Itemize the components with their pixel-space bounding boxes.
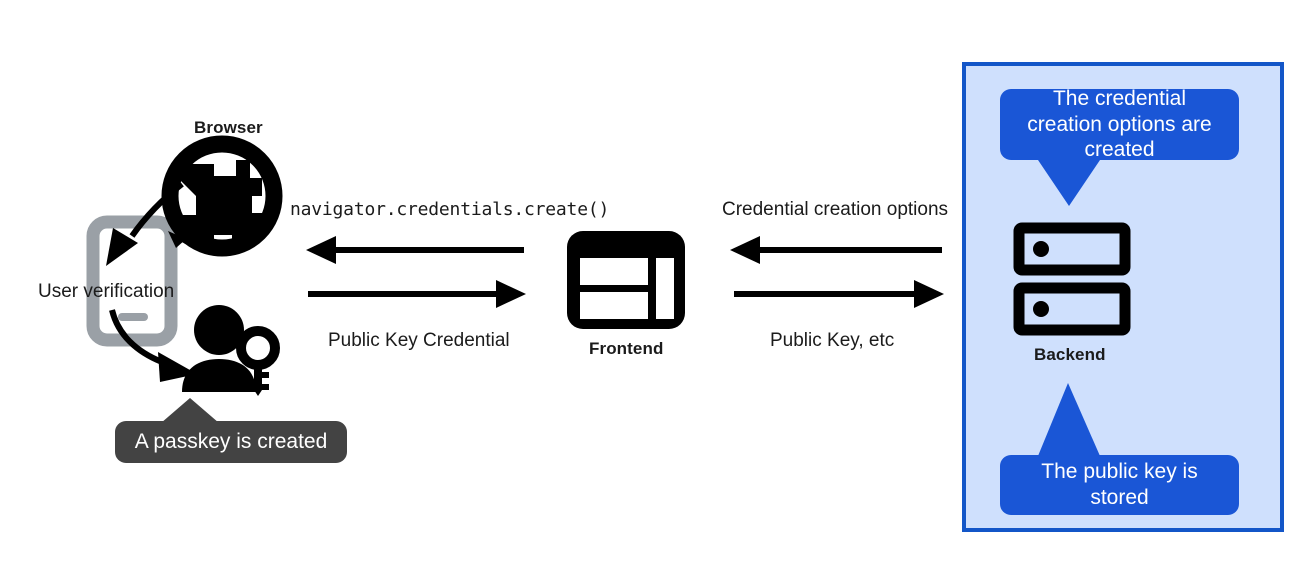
frontend-label: Frontend xyxy=(589,339,664,358)
passkey-created-text: A passkey is created xyxy=(134,430,328,454)
passkey-callout-tail xyxy=(161,398,219,423)
arrow-public-key-credential xyxy=(308,280,526,308)
globe-icon xyxy=(161,135,283,257)
user-verification-label: User verification xyxy=(38,281,175,302)
credential-creation-options-label: Credential creation options xyxy=(722,199,949,220)
arrow-public-key-etc xyxy=(734,280,944,308)
navigator-create-label: navigator.credentials.create() xyxy=(290,199,610,220)
phone-to-user-arrow xyxy=(109,309,197,382)
public-key-stored-callout: The public key is stored xyxy=(1000,455,1239,515)
public-key-etc-label: Public Key, etc xyxy=(770,330,895,351)
browser-label: Browser xyxy=(194,118,263,137)
credential-options-text: The credential creation options are crea… xyxy=(1027,87,1212,162)
public-key-stored-text: The public key is stored xyxy=(1041,460,1198,509)
credential-options-callout: The credential creation options are crea… xyxy=(1000,87,1239,162)
passkey-created-callout: A passkey is created xyxy=(115,421,347,463)
browser-to-phone-arrow xyxy=(106,181,184,266)
backend-label: Backend xyxy=(1034,345,1106,364)
arrow-navigator-create xyxy=(306,236,524,264)
arrow-credential-creation-options xyxy=(730,236,942,264)
browser-window-layout-icon xyxy=(567,231,685,329)
user-with-key-icon xyxy=(182,305,280,396)
public-key-credential-label: Public Key Credential xyxy=(328,330,510,351)
